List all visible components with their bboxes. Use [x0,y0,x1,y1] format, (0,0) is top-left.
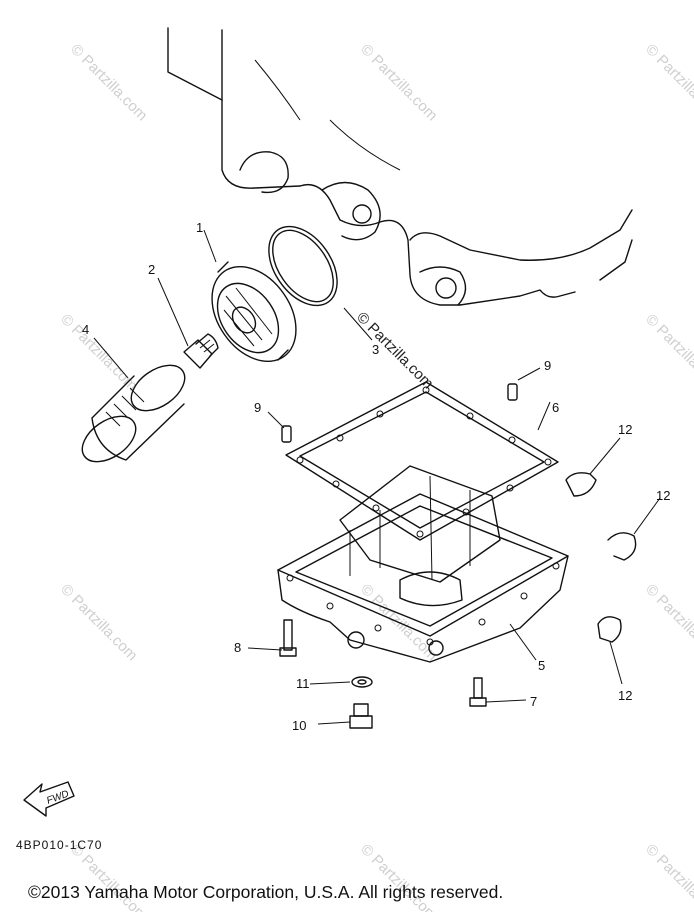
clamps [565,472,637,643]
callout-12c: 12 [618,688,632,703]
callout-12b: 12 [656,488,670,503]
callouts: 1 2 3 4 5 6 7 8 9 9 10 11 12 12 12 [82,220,670,733]
dowel-pins [281,383,518,443]
watermark: © Partzilla.com [642,841,694,912]
leader-lines [93,229,661,725]
watermark: © Partzilla.com [57,581,140,664]
callout-6: 6 [552,400,559,415]
callout-4: 4 [82,322,89,337]
watermark-dark: © Partzilla.com [353,309,436,392]
callout-5: 5 [538,658,545,673]
diagram-code: 4BP010-1C70 [16,838,103,852]
watermark: © Partzilla.com [642,581,694,664]
callout-3: 3 [372,342,379,357]
bolts [279,619,487,707]
callout-9b: 9 [254,400,261,415]
forward-arrow-icon: FWD [23,781,75,817]
oil-pan-gasket [285,381,559,541]
callout-8: 8 [234,640,241,655]
callout-2: 2 [148,262,155,277]
watermark: © Partzilla.com [642,311,694,394]
watermarks: © Partzilla.com © Partzilla.com © Partzi… [57,41,694,912]
watermark: © Partzilla.com [357,41,440,124]
drain-bolt-and-washer [349,676,373,729]
fwd-label: FWD [45,789,70,807]
callout-11: 11 [296,676,310,691]
oil-filter [81,364,186,463]
oil-filter-housing [211,261,297,363]
copyright-notice: ©2013 Yamaha Motor Corporation, U.S.A. A… [28,882,504,902]
watermark: © Partzilla.com [67,41,150,124]
callout-12a: 12 [618,422,632,437]
oil-pan [277,465,569,663]
watermark: © Partzilla.com [642,41,694,124]
o-ring [268,225,338,307]
engine-crankcase [167,27,633,306]
callout-10: 10 [292,718,306,733]
callout-9a: 9 [544,358,551,373]
union-bolt [183,333,219,369]
callout-7: 7 [530,694,537,709]
callout-1: 1 [196,220,203,235]
